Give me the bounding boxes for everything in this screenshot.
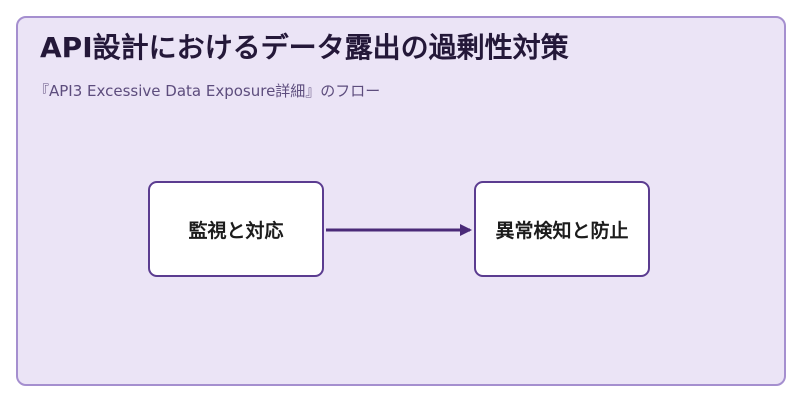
diagram-panel	[16, 16, 786, 386]
diagram-title: API設計におけるデータ露出の過剰性対策	[40, 31, 569, 64]
diagram-subtitle: 『API3 Excessive Data Exposure詳細』のフロー	[34, 82, 381, 100]
node-label: 監視と対応	[188, 219, 284, 242]
node-anomaly-detection-and-prevention: 異常検知と防止	[474, 181, 650, 277]
node-monitor-and-respond: 監視と対応	[148, 181, 324, 277]
node-label: 異常検知と防止	[495, 219, 629, 242]
